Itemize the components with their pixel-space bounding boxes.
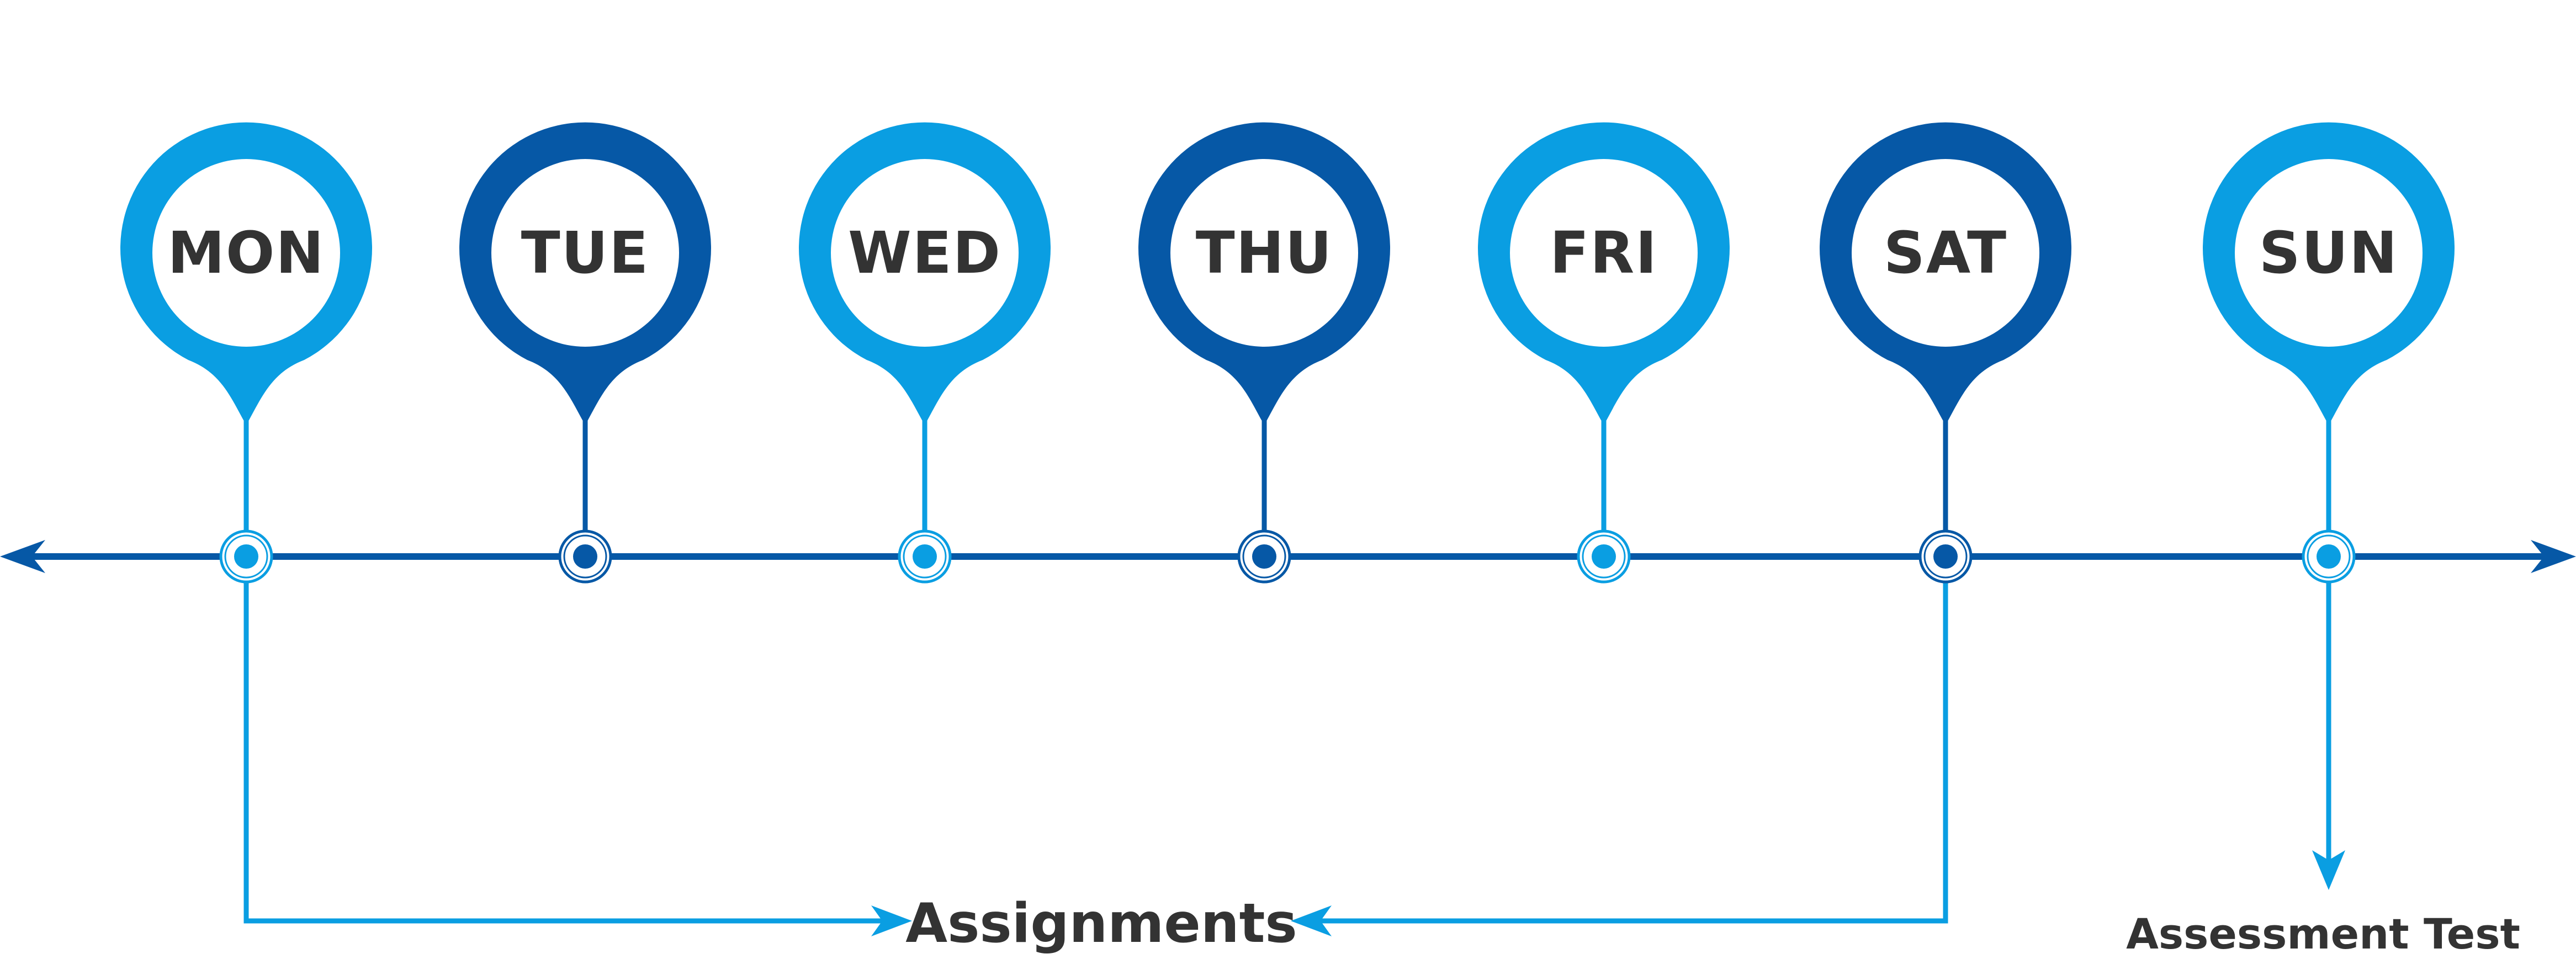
timeline-node-inner-ring — [1923, 534, 1968, 579]
day-label-tue: TUE — [521, 219, 649, 287]
day-label-thu: THU — [1196, 219, 1333, 287]
timeline-node-inner-ring — [903, 534, 947, 579]
day-label-sun: SUN — [2259, 219, 2398, 287]
timeline-node-inner-ring — [1242, 534, 1286, 579]
assignments-connector — [243, 557, 1948, 936]
pin-inner-circle — [152, 159, 340, 347]
timeline-node-dot — [573, 544, 597, 569]
day-pin-mon: MON — [120, 122, 373, 584]
assessment-test-caption: Assessment Test — [2126, 909, 2520, 958]
day-pin-tue: TUE — [459, 122, 712, 584]
timeline-node-inner-ring — [224, 534, 268, 579]
timeline-node-dot — [1592, 544, 1616, 569]
day-pin-thu: THU — [1138, 122, 1390, 584]
day-pin-sun: SUN — [2203, 122, 2455, 584]
mon-to-assignments-line — [243, 557, 889, 924]
day-label-wed: WED — [848, 219, 1001, 287]
assignments-caption: Assignments — [905, 892, 1297, 955]
timeline-node-dot — [1933, 544, 1958, 569]
timeline-node-dot — [913, 544, 937, 569]
day-label-fri: FRI — [1550, 219, 1658, 287]
pin-inner-circle — [1852, 159, 2039, 347]
day-pin-fri: FRI — [1477, 122, 1730, 584]
pin-inner-circle — [491, 159, 679, 347]
assignments-right-arrow-icon — [871, 905, 912, 936]
day-pin-wed: WED — [799, 122, 1051, 584]
timeline-node-inner-ring — [1582, 534, 1626, 579]
timeline-node-dot — [2317, 544, 2341, 569]
timeline-node-inner-ring — [563, 534, 607, 579]
day-pins: MON TUE WED THU FRI SAT SUN — [120, 122, 2455, 584]
sat-to-assignments-line — [1315, 557, 1948, 924]
assignments-left-arrow-icon — [1291, 905, 1332, 936]
timeline-node-inner-ring — [2307, 534, 2351, 579]
pin-inner-circle — [831, 159, 1019, 347]
timeline-node-dot — [1252, 544, 1276, 569]
timeline-node-dot — [234, 544, 258, 569]
day-label-mon: MON — [168, 219, 325, 287]
assessment-down-arrow-icon — [2312, 850, 2345, 890]
day-label-sat: SAT — [1884, 219, 2007, 287]
day-pin-sat: SAT — [1820, 122, 2072, 584]
assessment-connector — [2312, 557, 2345, 890]
pin-inner-circle — [2235, 159, 2423, 347]
right-arrow-icon — [2531, 540, 2576, 573]
pin-inner-circle — [1510, 159, 1698, 347]
left-arrow-icon — [0, 540, 45, 573]
pin-inner-circle — [1170, 159, 1358, 347]
